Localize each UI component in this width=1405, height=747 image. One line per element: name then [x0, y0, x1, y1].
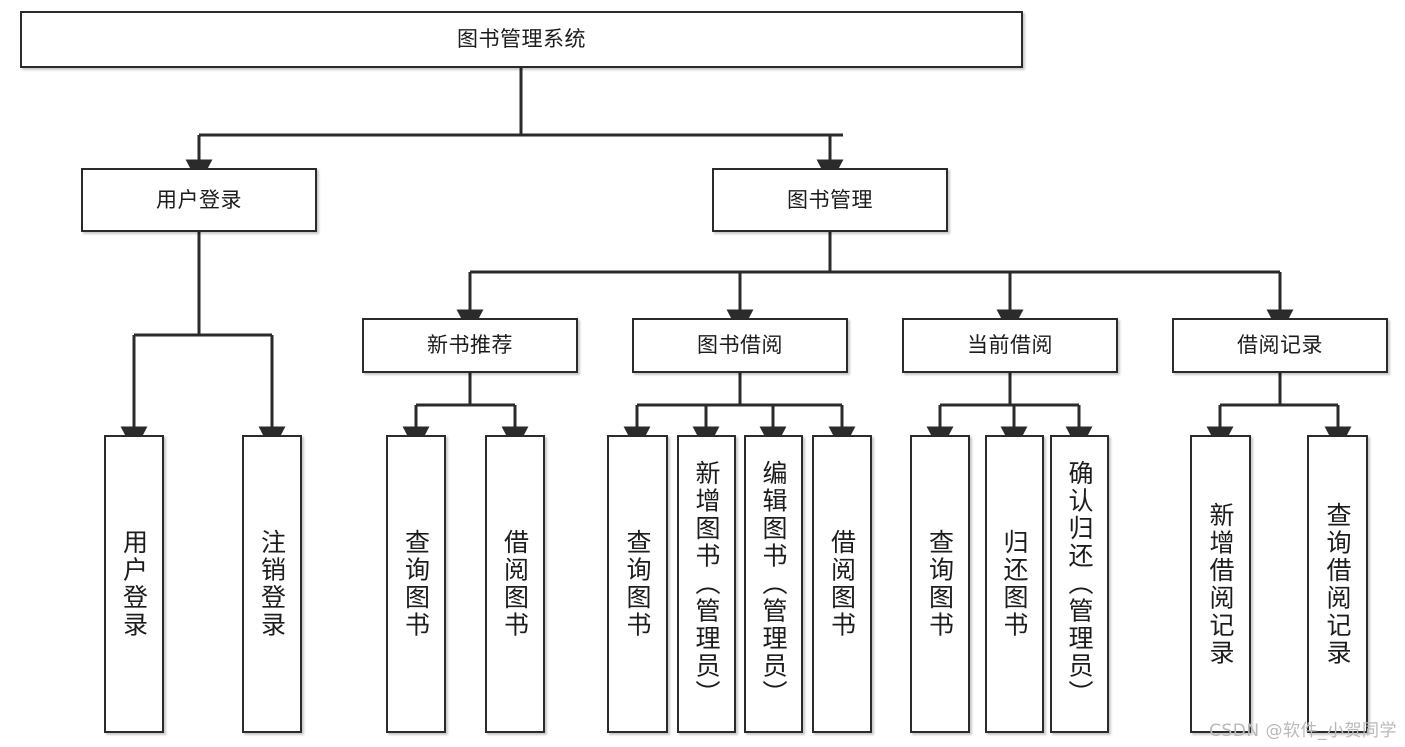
- leaf-logout-label: 注销登录: [257, 529, 287, 639]
- leaf-add-book-admin-label: 新增图书（管理员）: [692, 460, 721, 708]
- node-book-management[interactable]: 图书管理: [712, 168, 948, 232]
- leaf-user-login[interactable]: 用户登录: [104, 435, 164, 733]
- watermark: CSDN @软件_小贺同学: [1209, 721, 1397, 741]
- leaf-query-book-borrow-label: 查询图书: [623, 529, 652, 639]
- leaf-edit-book-admin[interactable]: 编辑图书（管理员）: [744, 435, 803, 733]
- node-root[interactable]: 图书管理系统: [20, 11, 1023, 68]
- node-book-borrow[interactable]: 图书借阅: [632, 318, 848, 373]
- node-borrow-records[interactable]: 借阅记录: [1172, 318, 1388, 373]
- leaf-query-book-newbook-label: 查询图书: [401, 529, 431, 639]
- leaf-query-borrow-record-label: 查询借阅记录: [1323, 501, 1352, 667]
- leaf-confirm-return-admin-label: 确认归还（管理员）: [1065, 460, 1094, 708]
- leaf-return-book-label: 归还图书: [1000, 529, 1029, 639]
- root-to-level2-connectors: [185, 68, 844, 185]
- node-current-borrow-label: 当前借阅: [967, 333, 1053, 358]
- leaf-borrow-book[interactable]: 借阅图书: [812, 435, 872, 733]
- leaf-query-book-borrow[interactable]: 查询图书: [607, 435, 668, 733]
- leaf-logout[interactable]: 注销登录: [242, 435, 302, 733]
- node-book-borrow-label: 图书借阅: [697, 333, 783, 358]
- node-user-login[interactable]: 用户登录: [81, 168, 317, 232]
- book-mgmt-to-level3-connectors: [456, 232, 1294, 335]
- leaf-query-book-current[interactable]: 查询图书: [910, 435, 970, 733]
- borrow-to-leaves-connectors: [623, 373, 856, 452]
- node-new-book-recommend-label: 新书推荐: [427, 333, 513, 358]
- node-new-book-recommend[interactable]: 新书推荐: [362, 318, 578, 373]
- node-borrow-records-label: 借阅记录: [1237, 333, 1323, 358]
- leaf-query-book-newbook[interactable]: 查询图书: [386, 435, 446, 733]
- node-book-management-label: 图书管理: [787, 187, 873, 212]
- records-to-leaves-connectors: [1206, 373, 1352, 452]
- leaf-query-book-current-label: 查询图书: [925, 529, 955, 639]
- node-root-label: 图书管理系统: [457, 27, 586, 52]
- leaf-query-borrow-record[interactable]: 查询借阅记录: [1307, 435, 1368, 733]
- leaf-user-login-label: 用户登录: [119, 529, 149, 639]
- user-login-to-leaves-connectors: [120, 232, 286, 452]
- leaf-borrow-book-newbook-label: 借阅图书: [500, 529, 530, 639]
- leaf-add-borrow-record-label: 新增借阅记录: [1206, 501, 1235, 667]
- current-to-leaves-connectors: [926, 373, 1093, 452]
- node-current-borrow[interactable]: 当前借阅: [902, 318, 1118, 373]
- leaf-add-book-admin[interactable]: 新增图书（管理员）: [677, 435, 736, 733]
- leaf-borrow-book-newbook[interactable]: 借阅图书: [485, 435, 545, 733]
- node-user-login-label: 用户登录: [156, 187, 242, 212]
- leaf-edit-book-admin-label: 编辑图书（管理员）: [759, 460, 788, 708]
- leaf-borrow-book-label: 借阅图书: [827, 529, 857, 639]
- leaf-add-borrow-record[interactable]: 新增借阅记录: [1190, 435, 1251, 733]
- new-book-to-leaves-connectors: [402, 373, 529, 452]
- leaf-return-book[interactable]: 归还图书: [985, 435, 1044, 733]
- leaf-confirm-return-admin[interactable]: 确认归还（管理员）: [1050, 435, 1109, 733]
